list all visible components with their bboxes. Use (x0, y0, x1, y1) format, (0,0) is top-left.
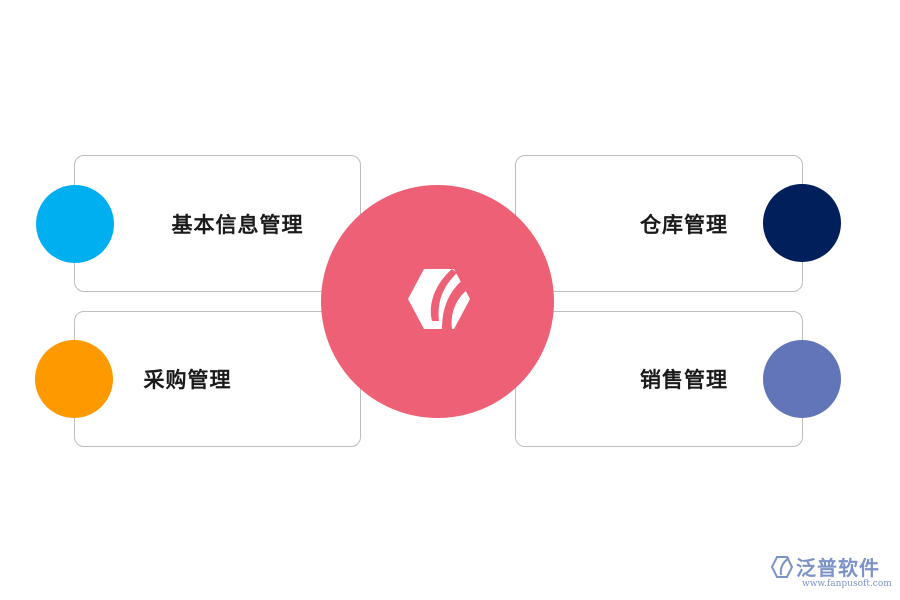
module-card-sales: 销售管理 (515, 311, 803, 447)
warehouse-dot (763, 184, 841, 262)
purchase-dot (35, 340, 113, 418)
module-label-warehouse: 仓库管理 (640, 212, 728, 237)
fanpu-logo-icon (402, 265, 474, 339)
module-card-purchase: 采购管理 (74, 311, 361, 447)
module-card-warehouse: 仓库管理 (515, 155, 803, 292)
watermark-brand: 泛普软件 (796, 556, 880, 580)
sales-dot (763, 340, 841, 418)
basic-info-dot (36, 185, 114, 263)
central-hub (321, 185, 554, 418)
watermark-url: www.fanpusoft.com (802, 579, 892, 589)
fanpu-watermark: 泛普软件 www.fanpusoft.com (770, 552, 895, 592)
module-label-basic-info: 基本信息管理 (171, 212, 304, 237)
module-label-purchase: 采购管理 (143, 368, 232, 392)
module-card-basic-info: 基本信息管理 (74, 155, 361, 292)
watermark-logo-icon (770, 555, 794, 583)
module-label-sales: 销售管理 (640, 368, 728, 392)
